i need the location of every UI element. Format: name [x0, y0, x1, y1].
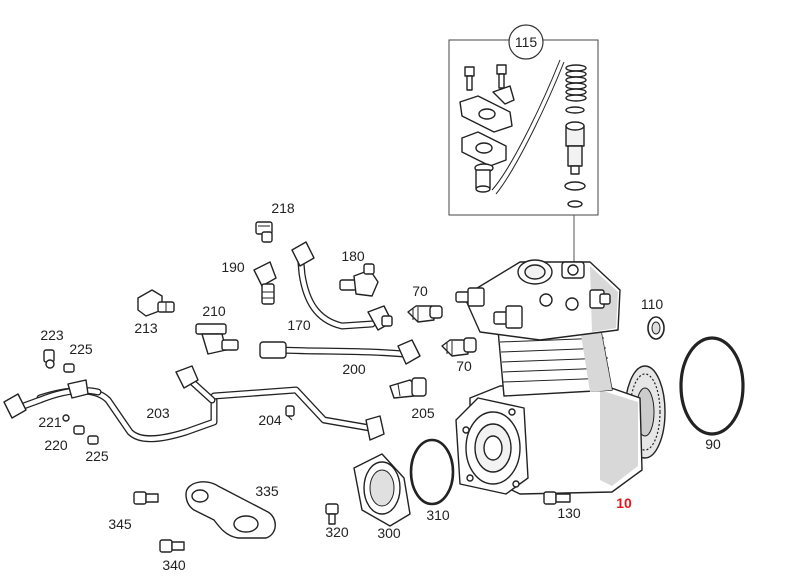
pipe-170 [291, 241, 393, 331]
fitting-210 [195, 323, 239, 355]
head-fittings [455, 287, 611, 329]
detail-washer [565, 106, 585, 114]
fitting-70-upper [407, 305, 443, 323]
callout-70-upper: 70 [412, 283, 428, 299]
callout-223: 223 [40, 327, 64, 343]
elbow-180 [339, 263, 379, 297]
elbow-190 [253, 261, 277, 305]
cylinder-fins [497, 325, 613, 397]
pipe-200 [259, 339, 421, 365]
callout-204: 204 [258, 412, 282, 428]
callout-340: 340 [162, 557, 186, 573]
seal-110 [647, 316, 665, 340]
detail-group-115 [448, 24, 599, 262]
callout-320: 320 [325, 524, 349, 540]
fitting-70-lower [441, 337, 477, 357]
callout-110: 110 [641, 296, 664, 312]
o-ring-310 [409, 438, 455, 506]
bolt-130 [543, 491, 571, 505]
callout-310: 310 [426, 507, 450, 523]
detail-tube [491, 59, 561, 191]
callout-213: 213 [134, 320, 158, 336]
callout-130: 130 [557, 505, 581, 521]
callout-90: 90 [705, 436, 721, 452]
pipe-203 [36, 365, 385, 443]
bolt-345 [133, 491, 159, 505]
callout-190: 190 [221, 259, 245, 275]
callout-circle-115 [508, 24, 544, 60]
o-ring-90 [679, 336, 745, 436]
callout-200: 200 [342, 361, 366, 377]
callout-218: 218 [271, 200, 295, 216]
callout-345: 345 [108, 516, 132, 532]
cover-300 [353, 453, 411, 527]
callout-220: 220 [44, 437, 68, 453]
bolt-320 [325, 503, 339, 525]
callout-205: 205 [411, 405, 435, 421]
detail-o-ring-a [564, 181, 586, 191]
fitting-218 [255, 221, 273, 243]
pipe-223 [3, 349, 102, 419]
callout-70-lower: 70 [456, 358, 472, 374]
detail-bracket [492, 85, 515, 105]
callout-labels: 115 218 180 190 70 110 210 213 170 223 2… [38, 34, 721, 573]
callout-10: 10 [616, 495, 632, 511]
detail-screws [464, 64, 507, 91]
detail-valve-insert [474, 163, 494, 193]
detail-o-ring-b [567, 200, 583, 208]
callout-225-upper: 225 [69, 341, 93, 357]
callout-221: 221 [38, 414, 62, 430]
callout-335: 335 [255, 483, 279, 499]
callout-210: 210 [202, 303, 226, 319]
callout-225-lower: 225 [85, 448, 109, 464]
fitting-213 [137, 289, 175, 317]
small-fittings-220-225 [62, 363, 99, 445]
bolt-340 [159, 539, 185, 553]
callout-170: 170 [287, 317, 311, 333]
fitting-205 [389, 377, 427, 399]
callout-300: 300 [377, 525, 401, 541]
callout-180: 180 [341, 248, 365, 264]
detail-spring [565, 64, 587, 102]
detail-piston [565, 121, 585, 175]
callout-115: 115 [515, 34, 538, 50]
callout-203: 203 [146, 405, 170, 421]
compressor-assembly [455, 259, 666, 495]
clip-204 [285, 405, 295, 421]
bracket-335 [185, 481, 276, 539]
